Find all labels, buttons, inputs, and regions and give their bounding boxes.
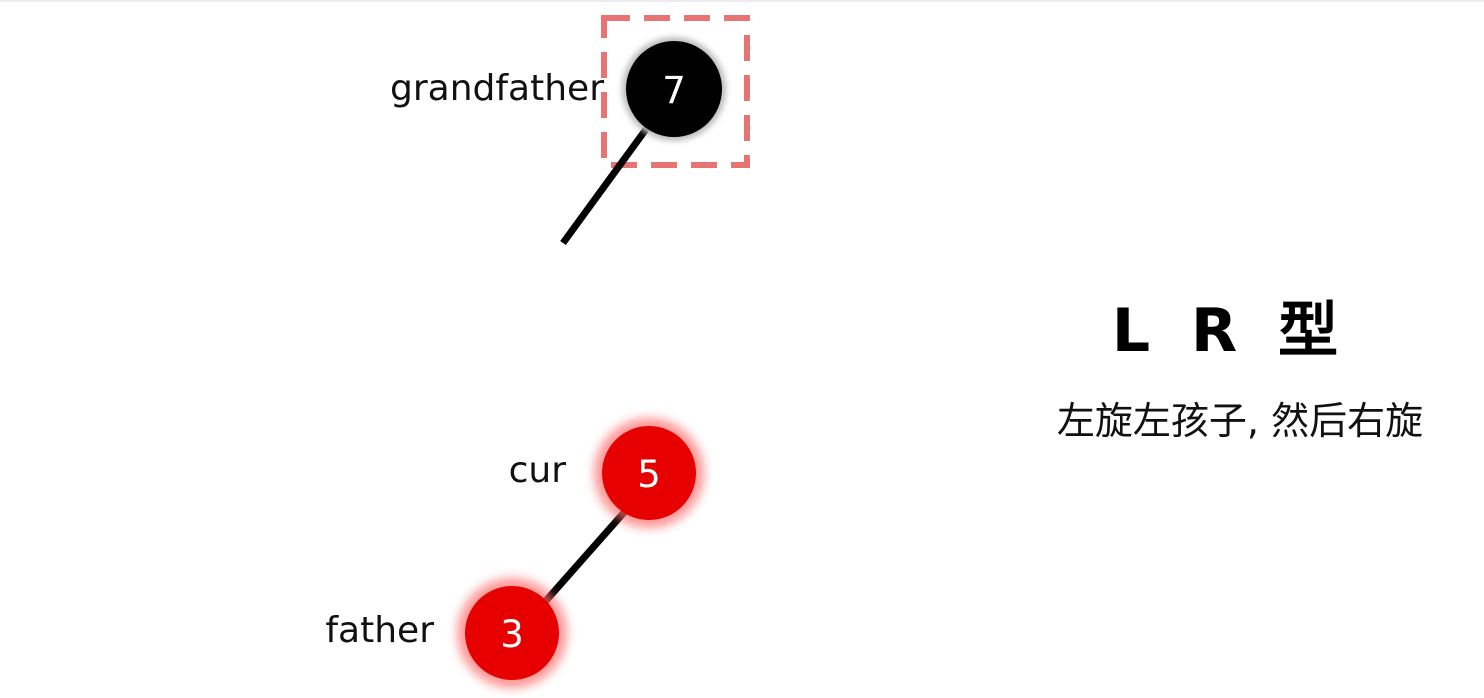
node-cur-value: 5 bbox=[637, 453, 661, 496]
node-grandfather: 7 bbox=[622, 37, 726, 141]
node-cur: 5 bbox=[594, 418, 704, 528]
node-grandfather-circle bbox=[626, 41, 722, 137]
grandfather-highlight-box bbox=[601, 15, 750, 168]
node-father-circle bbox=[465, 586, 559, 680]
node-grandfather-value: 7 bbox=[662, 69, 686, 112]
edge-grandfather-left bbox=[560, 107, 663, 246]
node-father-value: 3 bbox=[500, 613, 524, 656]
case-description: 左旋左孩子, 然后右旋 bbox=[1056, 399, 1424, 443]
label-father: father bbox=[325, 610, 434, 651]
node-cur-circle bbox=[602, 426, 696, 520]
label-cur: cur bbox=[509, 450, 567, 491]
top-divider bbox=[0, 0, 1484, 2]
node-father: 3 bbox=[457, 578, 567, 688]
label-grandfather: grandfather bbox=[390, 68, 604, 109]
case-title: L R 型 bbox=[1111, 296, 1349, 366]
